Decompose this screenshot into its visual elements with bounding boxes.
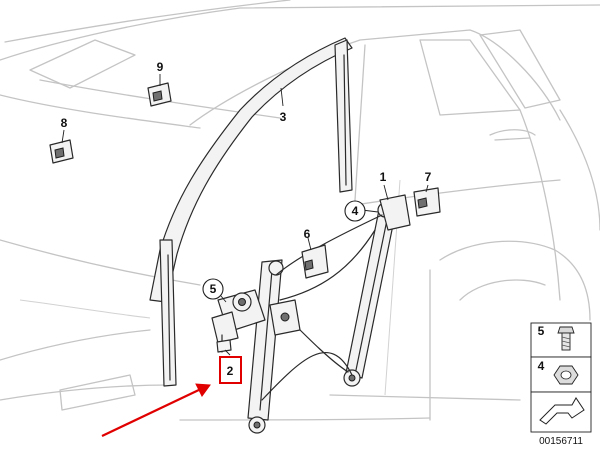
- callout-7-label: 7: [425, 170, 432, 184]
- callout-8: 8: [61, 116, 68, 130]
- callout-7: 7: [425, 170, 432, 184]
- screw-icon: [557, 326, 575, 351]
- window-channel-seal: [149, 37, 353, 387]
- highlight-box: [219, 356, 242, 384]
- callout-1: 1: [380, 170, 387, 184]
- callout-3: 3: [280, 110, 287, 124]
- leader-lines: [61, 74, 429, 356]
- legend-item-screw-label: 5: [538, 324, 545, 338]
- callout-8-label: 8: [61, 116, 68, 130]
- clip-part-9: [147, 82, 172, 107]
- callout-4-label: 4: [352, 204, 359, 218]
- callout-2-label: 2: [227, 364, 234, 378]
- clip-part-8: [49, 139, 74, 164]
- car-body-outline: [0, 0, 600, 421]
- callout-6-label: 6: [304, 227, 311, 241]
- bracket-part-6: [301, 244, 329, 279]
- callout-9-label: 9: [157, 60, 164, 74]
- callout-2: 2: [219, 356, 242, 384]
- legend-panel: 5 4 00156711: [530, 322, 592, 447]
- legend-item-nut: 4: [538, 359, 579, 385]
- red-pointer-arrow-icon: [101, 383, 211, 437]
- forward-arrow-icon: [539, 397, 585, 425]
- legend-item-nut-label: 4: [538, 359, 545, 373]
- callout-1-label: 1: [380, 170, 387, 184]
- callout-9: 9: [157, 60, 164, 74]
- callout-5: 5: [202, 278, 224, 300]
- legend-item-screw: 5: [538, 324, 575, 351]
- window-motor: [211, 289, 266, 353]
- nut-icon: [553, 365, 579, 385]
- window-regulator: [247, 194, 411, 434]
- callout-5-label: 5: [210, 282, 217, 296]
- bracket-part-7: [413, 187, 441, 217]
- diagram-reference-number: 00156711: [539, 436, 583, 447]
- callout-4: 4: [344, 200, 366, 222]
- callout-3-label: 3: [280, 110, 287, 124]
- callout-6: 6: [304, 227, 311, 241]
